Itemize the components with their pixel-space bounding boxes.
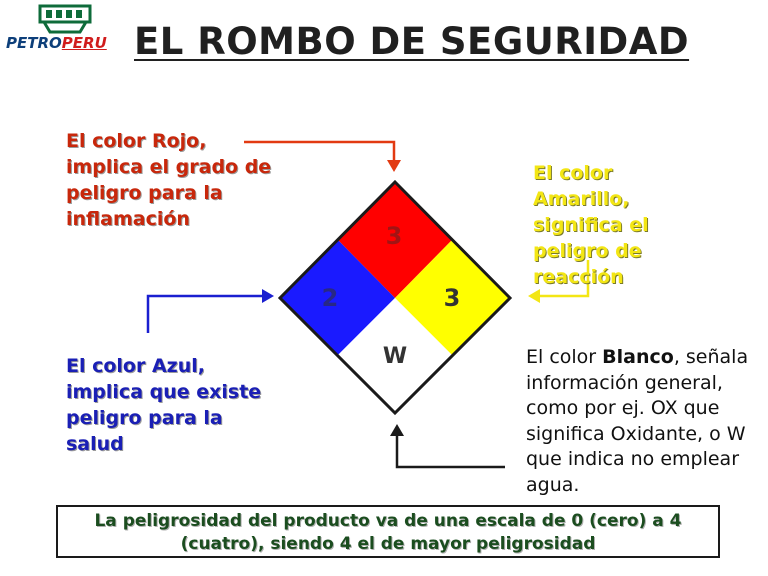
- white-color-description: El color Blanco, señala información gene…: [526, 346, 749, 496]
- red-hazard-value: 3: [386, 222, 403, 250]
- yellow-arrow-icon: [528, 260, 590, 303]
- page-title: EL ROMBO DE SEGURIDAD: [134, 20, 690, 63]
- yellow-hazard-value: 3: [444, 284, 461, 312]
- blue-color-description: El color Azul, implica que existe peligr…: [66, 355, 262, 455]
- hazard-scale-note: La peligrosidad del producto va de una e…: [56, 505, 720, 558]
- diamond-outline: [277, 179, 513, 416]
- red-color-description: El color Rojo, implica el grado de pelig…: [66, 130, 272, 230]
- blue-hazard-value: 2: [322, 284, 339, 312]
- white-hazard-value: W: [383, 344, 407, 369]
- logo-emblem-icon: [38, 4, 92, 34]
- petroperu-logo: PETROPERU: [6, 4, 120, 56]
- red-arrow-icon: [244, 140, 401, 172]
- logo-text: PETROPERU: [6, 34, 107, 52]
- yellow-color-description: El color Amarillo, significa el peligro …: [533, 162, 649, 288]
- black-arrow-icon: [390, 424, 505, 469]
- blue-arrow-icon: [146, 289, 274, 333]
- diamond-white-quadrant: [338, 298, 452, 413]
